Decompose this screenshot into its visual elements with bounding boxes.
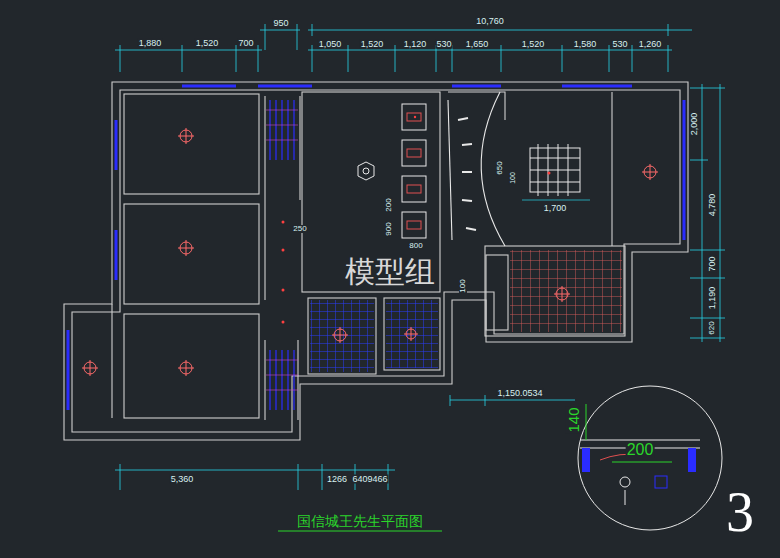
dimension-text: 200 xyxy=(385,197,393,212)
dimension-text: 650 xyxy=(496,160,504,175)
dimension-text: 1,520 xyxy=(360,40,385,49)
dimension-text: 140 xyxy=(566,406,581,433)
sheet-number: 3 xyxy=(725,484,755,540)
dimension-text: 1,650 xyxy=(465,40,490,49)
dimension-text: 1266 xyxy=(326,475,348,484)
spot-lights xyxy=(282,116,551,324)
windows xyxy=(68,86,684,410)
dimension-text: 2,000 xyxy=(690,112,699,137)
dimension-text: 6409466 xyxy=(351,475,388,484)
dimension-text: 1,120 xyxy=(403,40,428,49)
detail-section xyxy=(580,440,700,505)
wall-panels xyxy=(402,104,426,238)
detail-circle xyxy=(578,386,722,530)
dimension-text: 1,150.0534 xyxy=(496,389,543,398)
kitchen-tile xyxy=(510,250,622,332)
ceiling-grill xyxy=(522,144,590,200)
dimension-text: 950 xyxy=(272,19,289,28)
bath-tile xyxy=(310,300,374,372)
dimension-text: 1,880 xyxy=(138,39,163,48)
closet-hangers xyxy=(266,100,298,410)
ceiling-lights xyxy=(82,128,658,376)
bath-tile xyxy=(386,300,438,368)
dimension-text: 620 xyxy=(708,320,716,335)
chandelier xyxy=(358,162,374,180)
dimension-text: 5,360 xyxy=(170,475,195,484)
dimension-text: 1,520 xyxy=(195,39,220,48)
dimension-text: 1,700 xyxy=(543,204,568,213)
dimension-text: 1,260 xyxy=(638,40,663,49)
drawing-caption: 国信城王先生平面图 xyxy=(297,514,423,528)
dimension-text: 1,050 xyxy=(318,40,343,49)
watermark: 模型组 xyxy=(344,257,436,287)
dimension-text: 200 xyxy=(626,442,655,458)
dimension-text: 530 xyxy=(611,40,628,49)
dimension-text: 800 xyxy=(408,242,423,250)
dimension-text: 100 xyxy=(459,278,467,293)
dimension-text: 10,760 xyxy=(475,17,505,26)
dimension-text: 4,780 xyxy=(708,193,717,218)
ceiling-arc xyxy=(448,92,505,246)
dimension-text: 700 xyxy=(708,255,717,272)
dimension-text: 700 xyxy=(237,39,254,48)
dimension-text: 530 xyxy=(435,40,452,49)
detail-dims xyxy=(586,404,672,462)
dimension-text: 100 xyxy=(509,171,516,185)
walls xyxy=(64,82,688,440)
dimension-text: 250 xyxy=(292,225,307,233)
dimension-text: 1,580 xyxy=(573,40,598,49)
caption-underline xyxy=(278,530,442,531)
dimension-lines xyxy=(115,24,725,490)
dimension-text: 1,190 xyxy=(708,286,717,311)
dimension-text: 1,520 xyxy=(521,40,546,49)
dimension-text: 900 xyxy=(385,221,393,236)
